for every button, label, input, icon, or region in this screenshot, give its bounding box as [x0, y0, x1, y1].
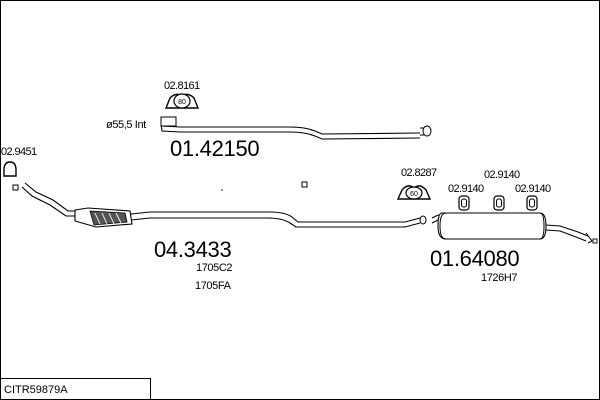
front-pipe [160, 116, 432, 140]
accessory-code-02-9451: 02.9451 [1, 146, 37, 158]
part-number-rear-silencer: 01.64080 [430, 246, 519, 271]
rubber-hanger-icon [458, 195, 470, 211]
clamp-badge: 60 [410, 191, 418, 198]
accessory-code-02-8161: 02.8161 [164, 80, 200, 92]
part-ref-1705c2: 1705C2 [196, 262, 232, 274]
clamp-02-9451-icon [3, 161, 17, 177]
dot-marker [221, 189, 223, 191]
rubber-hanger-icon [493, 195, 505, 211]
diagram-reference: CITR59879A [4, 384, 68, 396]
rubber-hanger-icon [526, 195, 538, 211]
accessory-code-02-9140-c: 02.9140 [515, 183, 551, 195]
part-ref-1726h7: 1726H7 [481, 272, 517, 284]
small-square-icon [301, 181, 308, 188]
small-square-icon [12, 184, 19, 191]
clamp-02-8287-icon: 60 [396, 185, 432, 200]
accessory-code-02-9140-b: 02.9140 [448, 183, 484, 195]
pipe-diameter-note: ø55,5 Int [106, 119, 146, 131]
accessory-code-02-9140-a: 02.9140 [484, 169, 520, 181]
part-number-front-pipe: 01.42150 [170, 136, 259, 161]
catalytic-pipe [21, 182, 427, 228]
part-number-catalytic-pipe: 04.3433 [154, 237, 231, 262]
clamp-02-8161-icon: 80 [164, 93, 200, 109]
clamp-badge: 80 [178, 99, 186, 106]
rear-silencer [431, 212, 598, 244]
accessory-code-02-8287: 02.8287 [401, 167, 437, 179]
part-ref-1705fa: 1705FA [195, 280, 232, 292]
